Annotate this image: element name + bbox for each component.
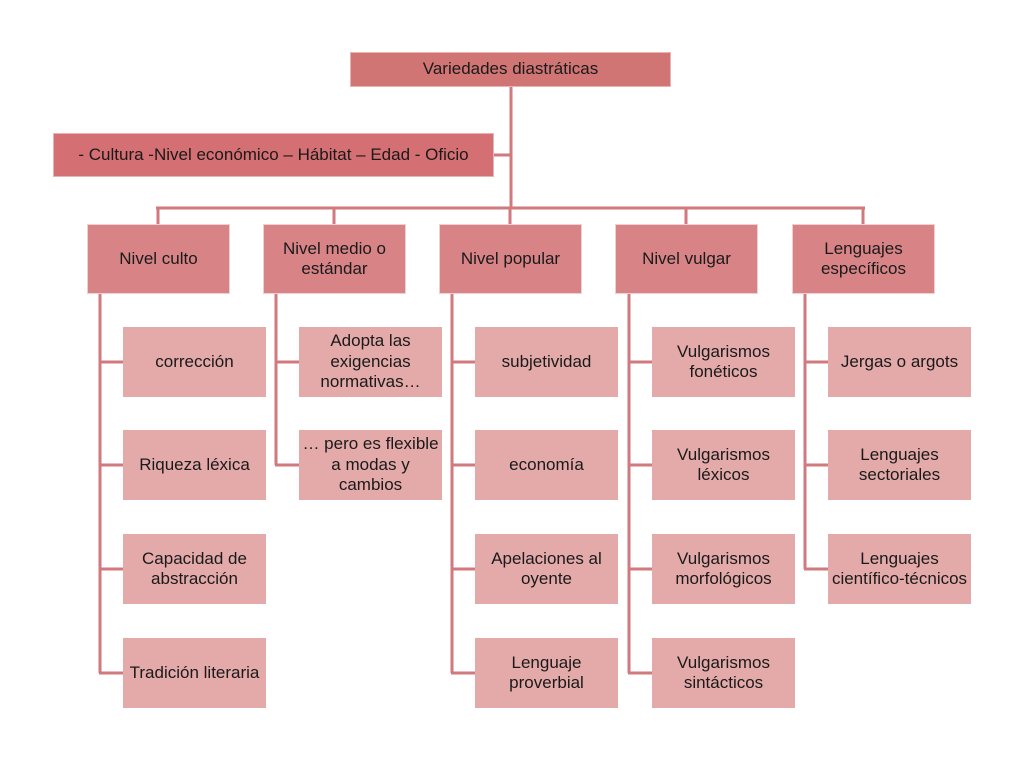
factors-node: - Cultura -Nivel económico – Hábitat – E… [53,133,494,177]
leaf-node: Jergas o argots [828,327,971,397]
level-label: Nivel vulgar [642,248,731,268]
leaf-label: Vulgarismos fonéticos [677,341,770,381]
leaf-label: economía [509,454,584,474]
leaf-label: Lenguaje proverbial [509,652,584,692]
leaf-node: Vulgarismos fonéticos [652,327,795,397]
leaf-node: Adopta las exigencias normativas… [299,327,442,397]
leaf-node: Lenguajes sectoriales [828,430,971,500]
leaf-node: Tradición literaria [123,638,266,708]
root-label: Variedades diastráticas [422,59,599,79]
leaf-node: Riqueza léxica [123,430,266,500]
leaf-label: … pero es flexible a modas y cambios [302,434,439,495]
leaf-label: Apelaciones al oyente [491,548,602,588]
leaf-label: Capacidad de abstracción [142,548,247,588]
leaf-label: corrección [155,351,234,371]
leaf-label: Riqueza léxica [139,454,250,474]
leaf-node: economía [475,430,618,500]
leaf-label: Vulgarismos morfológicos [675,548,772,588]
leaf-node: Lenguaje proverbial [475,638,618,708]
root-node: Variedades diastráticas [350,52,671,87]
leaf-label: subjetividad [501,351,592,371]
leaf-node: Vulgarismos sintácticos [652,638,795,708]
level-label: Lenguajes específicos [820,238,907,278]
level-label: Nivel culto [119,248,198,268]
leaf-node: Vulgarismos léxicos [652,430,795,500]
factors-label: - Cultura -Nivel económico – Hábitat – E… [78,144,469,164]
leaf-node: corrección [123,327,266,397]
leaf-node: Lenguajes científico-técnicos [828,534,971,604]
level-label: Nivel popular [460,248,561,268]
leaf-label: Vulgarismos sintácticos [677,652,770,692]
leaf-label: Jergas o argots [840,351,959,371]
leaf-node: Vulgarismos morfológicos [652,534,795,604]
level-node-especificos: Lenguajes específicos [792,224,935,294]
leaf-label: Vulgarismos léxicos [677,444,770,484]
leaf-label: Lenguajes sectoriales [858,444,941,484]
leaf-label: Tradición literaria [129,662,260,682]
leaf-node: … pero es flexible a modas y cambios [299,430,442,500]
leaf-label: Adopta las exigencias normativas… [320,331,421,392]
level-label: Nivel medio o estándar [283,238,386,278]
level-node-vulgar: Nivel vulgar [615,224,758,294]
level-node-medio: Nivel medio o estándar [263,224,406,294]
level-node-culto: Nivel culto [87,224,230,294]
leaf-node: Apelaciones al oyente [475,534,618,604]
leaf-node: subjetividad [475,327,618,397]
leaf-node: Capacidad de abstracción [123,534,266,604]
level-node-popular: Nivel popular [439,224,582,294]
leaf-label: Lenguajes científico-técnicos [831,548,968,588]
